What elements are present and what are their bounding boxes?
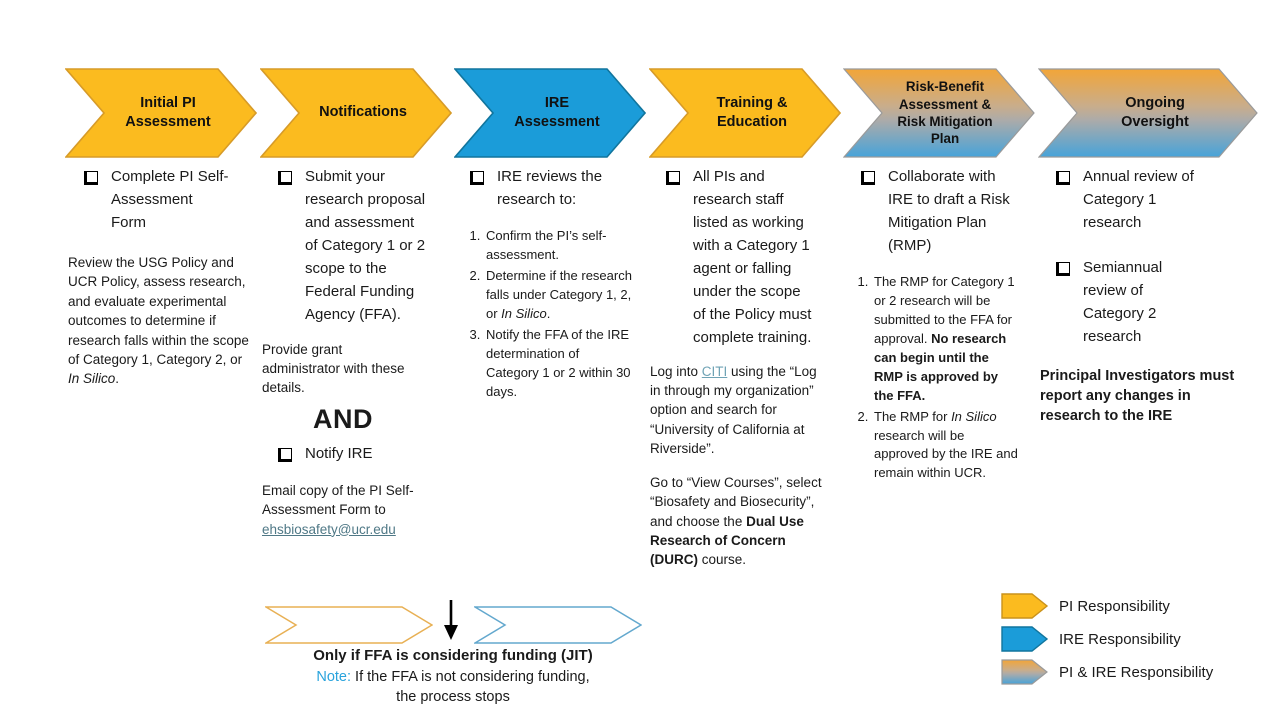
checkbox-item: IRE reviews the research to: [454,166,642,212]
checkbox-label: IRE reviews the research to: [497,168,603,208]
citi-link[interactable]: CITI [701,363,728,379]
chevron-ire-assessment: IRE Assessment [454,68,646,158]
list-item: The RMP for In Silico research will be a… [872,408,1020,484]
checkbox-label: Submit your research proposal and assess… [305,168,426,323]
grant-note: Provide grant administrator with these d… [262,341,405,396]
list-item: Confirm the PI’s self-assessment. [484,227,634,265]
chevron-label: Notifications [319,104,407,121]
checkbox-icon [278,171,292,185]
initial-pi-note: Review the USG Policy and UCR Policy, as… [68,254,249,387]
chevron-outline-shape [263,606,434,644]
jit-caption-note: Note: If the FFA is not considering fund… [316,669,590,706]
list-item: Notify the FFA of the IRE determination … [484,326,634,402]
jit-ire-chevron-outline [472,606,643,649]
list-item: The RMP for Category 1 or 2 research wil… [872,273,1020,406]
chevron-initial-pi-assessment: Initial PI Assessment [65,68,257,158]
checkbox-item: Collaborate with IRE to draft a Risk Mit… [845,166,1027,258]
column-notifications: Submit your research proposal and assess… [262,166,446,539]
chevron-risk-benefit: Risk-Benefit Assessment & Risk Mitigatio… [843,68,1035,158]
checkbox-icon [666,171,680,185]
checkbox-item: Complete PI Self-Assessment Form [68,166,252,235]
chevron-label: Initial PI Assessment [125,94,211,130]
checkbox-item: Semiannual review of Category 2 research [1040,257,1258,349]
checkbox-icon [278,447,292,462]
legend-label: IRE Responsibility [1059,630,1181,648]
and-label: AND [313,403,373,434]
jit-caption: Only if FFA is considering funding (JIT)… [252,647,654,708]
column-risk-benefit: Collaborate with IRE to draft a Risk Mit… [845,166,1027,485]
chevron-ongoing-oversight: Ongoing Oversight [1038,68,1258,158]
chevron-outline-shape [472,606,643,644]
list-item: Determine if the research falls under Ca… [484,267,634,324]
checkbox-icon [1056,171,1070,185]
oversight-note: Principal Investigators must report any … [1040,367,1235,424]
checkbox-item: Submit your research proposal and assess… [262,166,446,327]
legend-item-pi: PI Responsibility [1001,593,1213,619]
courses-instructions: Go to “View Courses”, select “Biosafety … [650,474,822,568]
checkbox-icon [470,171,484,185]
chevron-notifications: Notifications [260,68,452,158]
chevron-shape [260,68,452,158]
checkbox-item: Annual review of Category 1 research [1040,166,1258,235]
chevron-shape [843,68,1035,158]
checkbox-icon [84,171,98,185]
chevron-shape [649,68,841,158]
ire-arrow-icon [1001,626,1049,652]
pi-arrow-icon [1001,593,1049,619]
jit-caption-title: Only if FFA is considering funding (JIT) [313,647,593,664]
jit-pi-chevron-outline [263,606,434,649]
column-training-education: All PIs and research staff listed as wor… [650,166,832,570]
column-initial-pi-assessment: Complete PI Self-Assessment Form Review … [68,166,252,389]
checkbox-item: Notify IRE [262,443,446,466]
chevron-label: Risk-Benefit Assessment & Risk Mitigatio… [897,79,993,147]
checkbox-label: All PIs and research staff listed as wor… [693,168,812,346]
checkbox-label: Complete PI Self-Assessment Form [111,168,229,231]
chevron-shape [1038,68,1258,158]
chevron-shape [65,68,257,158]
legend: PI Responsibility IRE Responsibility PI … [1001,593,1213,692]
checkbox-icon [1056,261,1070,276]
legend-item-ire: IRE Responsibility [1001,626,1213,652]
checkbox-label: Notify IRE [305,444,373,462]
chevron-shape [454,68,646,158]
email-note: Email copy of the PI Self-Assessment For… [262,482,414,537]
citi-instructions: Log into CITI using the “Log in through … [650,363,817,457]
legend-item-pi-ire: PI & IRE Responsibility [1001,659,1213,685]
chevron-training-education: Training & Education [649,68,841,158]
column-ongoing-oversight: Annual review of Category 1 research Sem… [1040,166,1258,440]
checkbox-label: Semiannual review of Category 2 research [1083,258,1163,345]
down-arrow-icon [441,598,461,647]
rmp-list: The RMP for Category 1 or 2 research wil… [845,273,1020,484]
chevron-label: Training & Education [716,94,788,130]
pi-ire-arrow-icon [1001,659,1048,685]
checkbox-item: All PIs and research staff listed as wor… [650,166,832,350]
column-ire-assessment: IRE reviews the research to: Confirm the… [454,166,642,404]
chevron-label: IRE Assessment [514,94,600,130]
legend-label: PI Responsibility [1059,597,1170,615]
ire-review-list: Confirm the PI’s self-assessment. Determ… [454,227,634,402]
chevron-label: Ongoing Oversight [1121,94,1189,130]
checkbox-icon [861,171,875,185]
checkbox-label: Annual review of Category 1 research [1083,168,1194,231]
legend-label: PI & IRE Responsibility [1059,663,1214,681]
checkbox-label: Collaborate with IRE to draft a Risk Mit… [888,168,1010,254]
email-link[interactable]: ehsbiosafety@ucr.edu [262,521,396,537]
note-label: Note: [316,669,352,685]
